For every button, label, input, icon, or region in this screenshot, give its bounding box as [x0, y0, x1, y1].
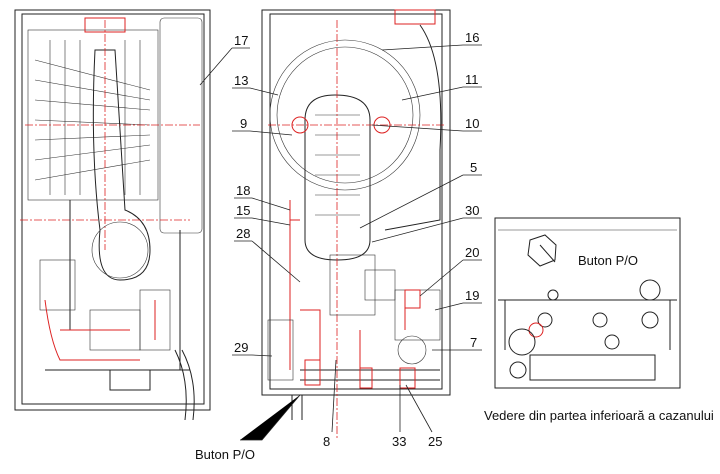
callout-10: 10 [465, 116, 479, 131]
callout-9: 9 [240, 116, 247, 131]
bottom-view-on-off-button-label: Buton P/O [578, 253, 638, 268]
callout-labels: 17 13 9 18 15 28 29 16 11 10 5 30 20 19 … [234, 30, 479, 449]
callout-28: 28 [236, 226, 250, 241]
bottom-view-caption: Vedere din partea inferioară a cazanului [484, 408, 714, 423]
callout-17: 17 [234, 33, 248, 48]
callout-18: 18 [236, 183, 250, 198]
side-view-boiler [14, 9, 211, 421]
on-off-button-label: Buton P/O [195, 447, 255, 462]
bottom-view-boiler [494, 217, 681, 389]
callout-11: 11 [465, 72, 479, 87]
callout-15: 15 [236, 203, 250, 218]
leader-lines [199, 44, 482, 441]
callout-7: 7 [470, 335, 477, 350]
callout-20: 20 [465, 245, 479, 260]
callout-19: 19 [465, 288, 479, 303]
callout-29: 29 [234, 340, 248, 355]
front-view-boiler [261, 9, 451, 440]
callout-25: 25 [428, 434, 442, 449]
callout-13: 13 [234, 73, 248, 88]
callout-5: 5 [470, 160, 477, 175]
callout-16: 16 [465, 30, 479, 45]
callout-8: 8 [323, 434, 330, 449]
callout-33: 33 [392, 434, 406, 449]
callout-30: 30 [465, 203, 479, 218]
